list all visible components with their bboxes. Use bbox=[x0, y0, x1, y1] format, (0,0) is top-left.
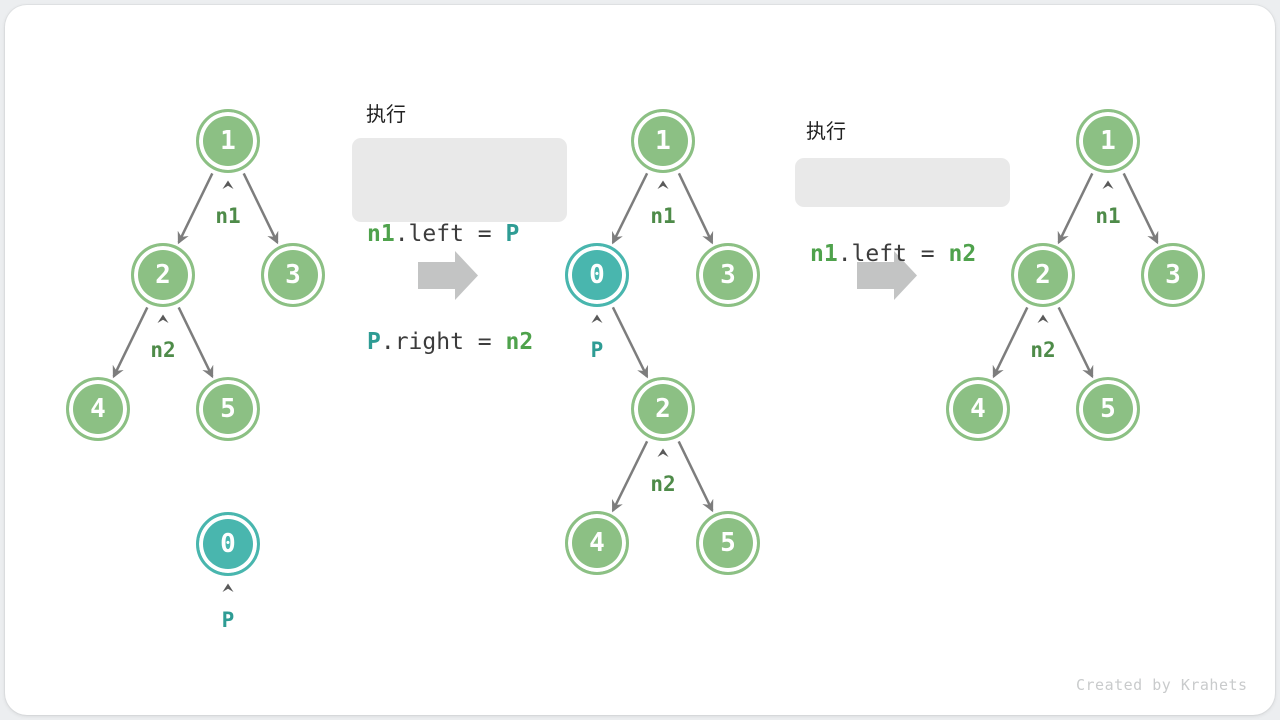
caret-up-icon bbox=[222, 180, 234, 189]
tree3-node-5: 5 bbox=[1076, 377, 1140, 441]
tree3-node-2: 2 bbox=[1011, 243, 1075, 307]
tree1-pointer-n1: n1 bbox=[215, 204, 241, 228]
code-token-plain: .right = bbox=[380, 329, 506, 355]
tree1-node-0-detached: 0 bbox=[196, 512, 260, 576]
code-line-1: n1.left = n2 bbox=[810, 236, 1010, 272]
tree1-pointer-p: P bbox=[221, 608, 235, 632]
code-token-p: P bbox=[505, 221, 520, 247]
code-token-n1: n1 bbox=[810, 241, 838, 267]
code-line-2: P.right = n2 bbox=[367, 324, 567, 360]
tree2-node-5: 5 bbox=[696, 511, 760, 575]
step2-arrow-icon bbox=[857, 251, 917, 300]
pointer-caret-icons bbox=[157, 180, 1114, 592]
tree3-edges bbox=[992, 172, 1159, 379]
caret-up-icon bbox=[657, 448, 669, 457]
tree1-node-3: 3 bbox=[261, 243, 325, 307]
caret-up-icon bbox=[591, 314, 603, 323]
tree2-node-4: 4 bbox=[565, 511, 629, 575]
step1-exec-title: 执行 bbox=[366, 102, 406, 126]
step2-code-block: n1.left = n2 bbox=[795, 158, 1010, 267]
code-line-1: n1.left = P bbox=[367, 216, 567, 252]
tree3-pointer-n1: n1 bbox=[1095, 204, 1121, 228]
tree3-node-4: 4 bbox=[946, 377, 1010, 441]
code-token-n2: n2 bbox=[948, 241, 977, 267]
step1-arrow-icon bbox=[418, 251, 478, 300]
tree2-node-1: 1 bbox=[631, 109, 695, 173]
code-token-plain: .left = bbox=[394, 221, 506, 247]
caret-up-icon bbox=[222, 583, 234, 592]
tree1-node-4: 4 bbox=[66, 377, 130, 441]
tree3-node-3: 3 bbox=[1141, 243, 1205, 307]
tree2-pointer-n2: n2 bbox=[650, 472, 676, 496]
caret-up-icon bbox=[157, 314, 169, 323]
tree1-node-2: 2 bbox=[131, 243, 195, 307]
code-token-p: P bbox=[367, 329, 381, 355]
tree1-node-1: 1 bbox=[196, 109, 260, 173]
code-token-plain: .left = bbox=[837, 241, 949, 267]
step2-exec-title: 执行 bbox=[806, 119, 846, 143]
tree1-node-5: 5 bbox=[196, 377, 260, 441]
credit-text: Created by Krahets bbox=[1076, 676, 1248, 694]
caret-up-icon bbox=[657, 180, 669, 189]
caret-up-icon bbox=[1037, 314, 1049, 323]
tree2-node-0: 0 bbox=[565, 243, 629, 307]
code-token-n2: n2 bbox=[505, 329, 534, 355]
tree1-edges bbox=[112, 172, 279, 379]
tree2-node-3: 3 bbox=[696, 243, 760, 307]
caret-up-icon bbox=[1102, 180, 1114, 189]
tree2-node-2: 2 bbox=[631, 377, 695, 441]
tree2-pointer-n1: n1 bbox=[650, 204, 676, 228]
tree2-edges bbox=[611, 172, 714, 513]
tree3-node-1: 1 bbox=[1076, 109, 1140, 173]
step1-code-block: n1.left = P P.right = n2 bbox=[352, 138, 567, 355]
tree2-pointer-p: P bbox=[590, 338, 604, 362]
tree3-pointer-n2: n2 bbox=[1030, 338, 1056, 362]
tree1-pointer-n2: n2 bbox=[150, 338, 176, 362]
code-token-n1: n1 bbox=[367, 221, 395, 247]
